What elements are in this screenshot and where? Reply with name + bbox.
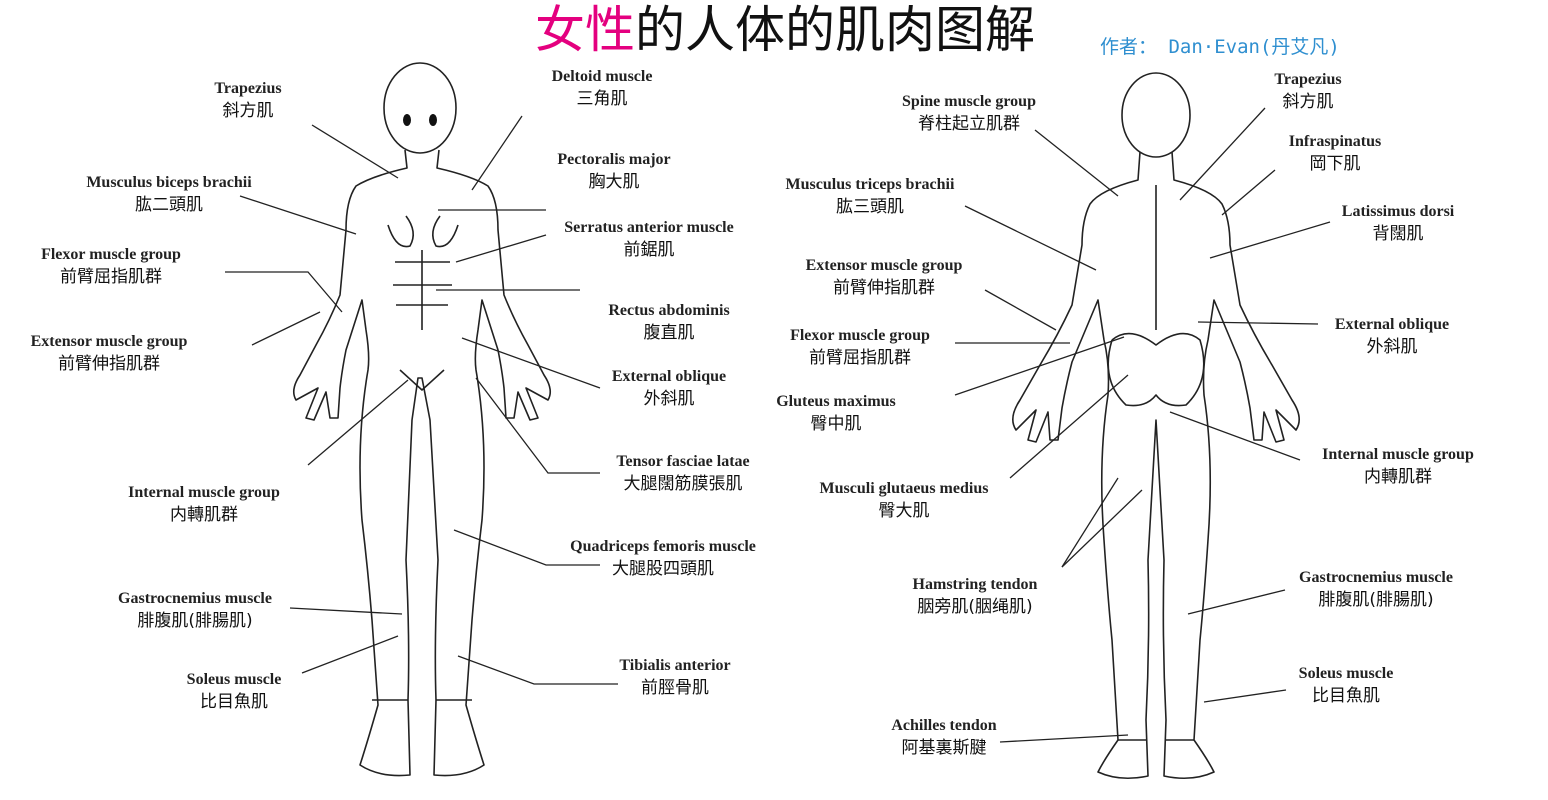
front-body-outline — [292, 149, 552, 777]
back-gluteal-lines — [1107, 332, 1205, 407]
front-pelvis-line — [399, 369, 445, 391]
back-figure — [1012, 72, 1300, 780]
back-head — [1121, 72, 1191, 158]
front-head — [383, 62, 457, 154]
title-rest: 的人体的肌肉图解 — [635, 1, 1035, 59]
front-chest-right — [432, 215, 459, 248]
leader-lines — [225, 107, 1331, 743]
author-credit: 作者： Dan·Evan(丹艾凡) — [1100, 36, 1340, 58]
page-title: 女性的人体的肌肉图解 — [535, 0, 1035, 75]
front-eye-left — [403, 114, 411, 126]
back-body-outline — [1012, 151, 1300, 780]
front-abdomen-lines — [393, 250, 452, 330]
front-eye-right — [429, 114, 437, 126]
front-chest-left — [387, 215, 414, 248]
title-highlight: 女性 — [535, 1, 635, 59]
front-figure — [292, 62, 552, 777]
